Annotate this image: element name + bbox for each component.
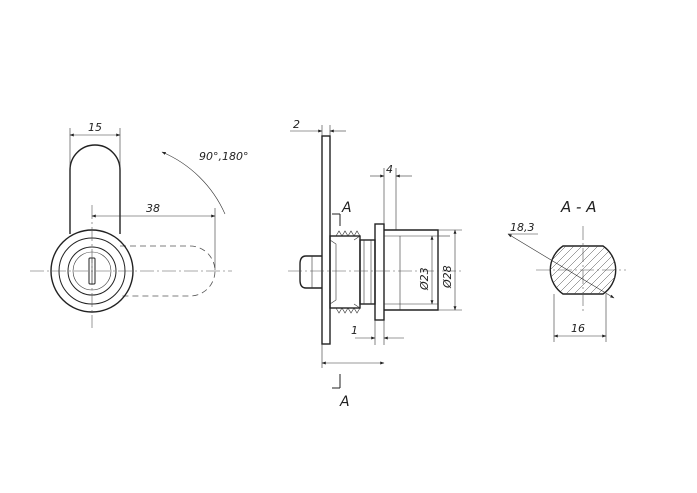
label-front-width: 15 [88, 121, 102, 134]
section-view: A - A 18,3 16 [507, 198, 626, 342]
front-view: 15 38 90°,180° [30, 121, 249, 328]
front-cam-outline [69, 144, 121, 234]
label-rotation: 90°,180° [199, 150, 249, 163]
label-diameter-outer: Ø28 [441, 265, 454, 289]
label-section-radius: 18,3 [510, 221, 535, 234]
section-marker-bottom: A [339, 394, 350, 410]
label-section-width: 16 [571, 322, 585, 335]
label-offset: 1 [351, 324, 358, 337]
section-hatching [550, 246, 616, 294]
label-nut-width: 4 [386, 163, 393, 176]
section-title: A - A [560, 198, 596, 216]
front-cam-rotated [120, 245, 216, 297]
side-flange [374, 223, 385, 321]
side-thread-top [335, 230, 361, 237]
rotation-arrow [161, 151, 226, 215]
side-nut [359, 239, 376, 305]
label-cam-thickness: 2 [293, 118, 300, 131]
side-cam-plate [321, 135, 331, 345]
side-view: 2 4 Ø23 Ø28 1 A A [288, 118, 462, 410]
section-marker-top: A [341, 200, 352, 216]
label-cam-length: 38 [146, 202, 160, 215]
side-housing [384, 229, 439, 311]
side-threaded-barrel [329, 235, 361, 309]
side-key-head [299, 255, 322, 289]
label-diameter-inner: Ø23 [418, 267, 431, 291]
side-thread-bottom [335, 307, 361, 314]
dim-section-radius [507, 233, 615, 299]
